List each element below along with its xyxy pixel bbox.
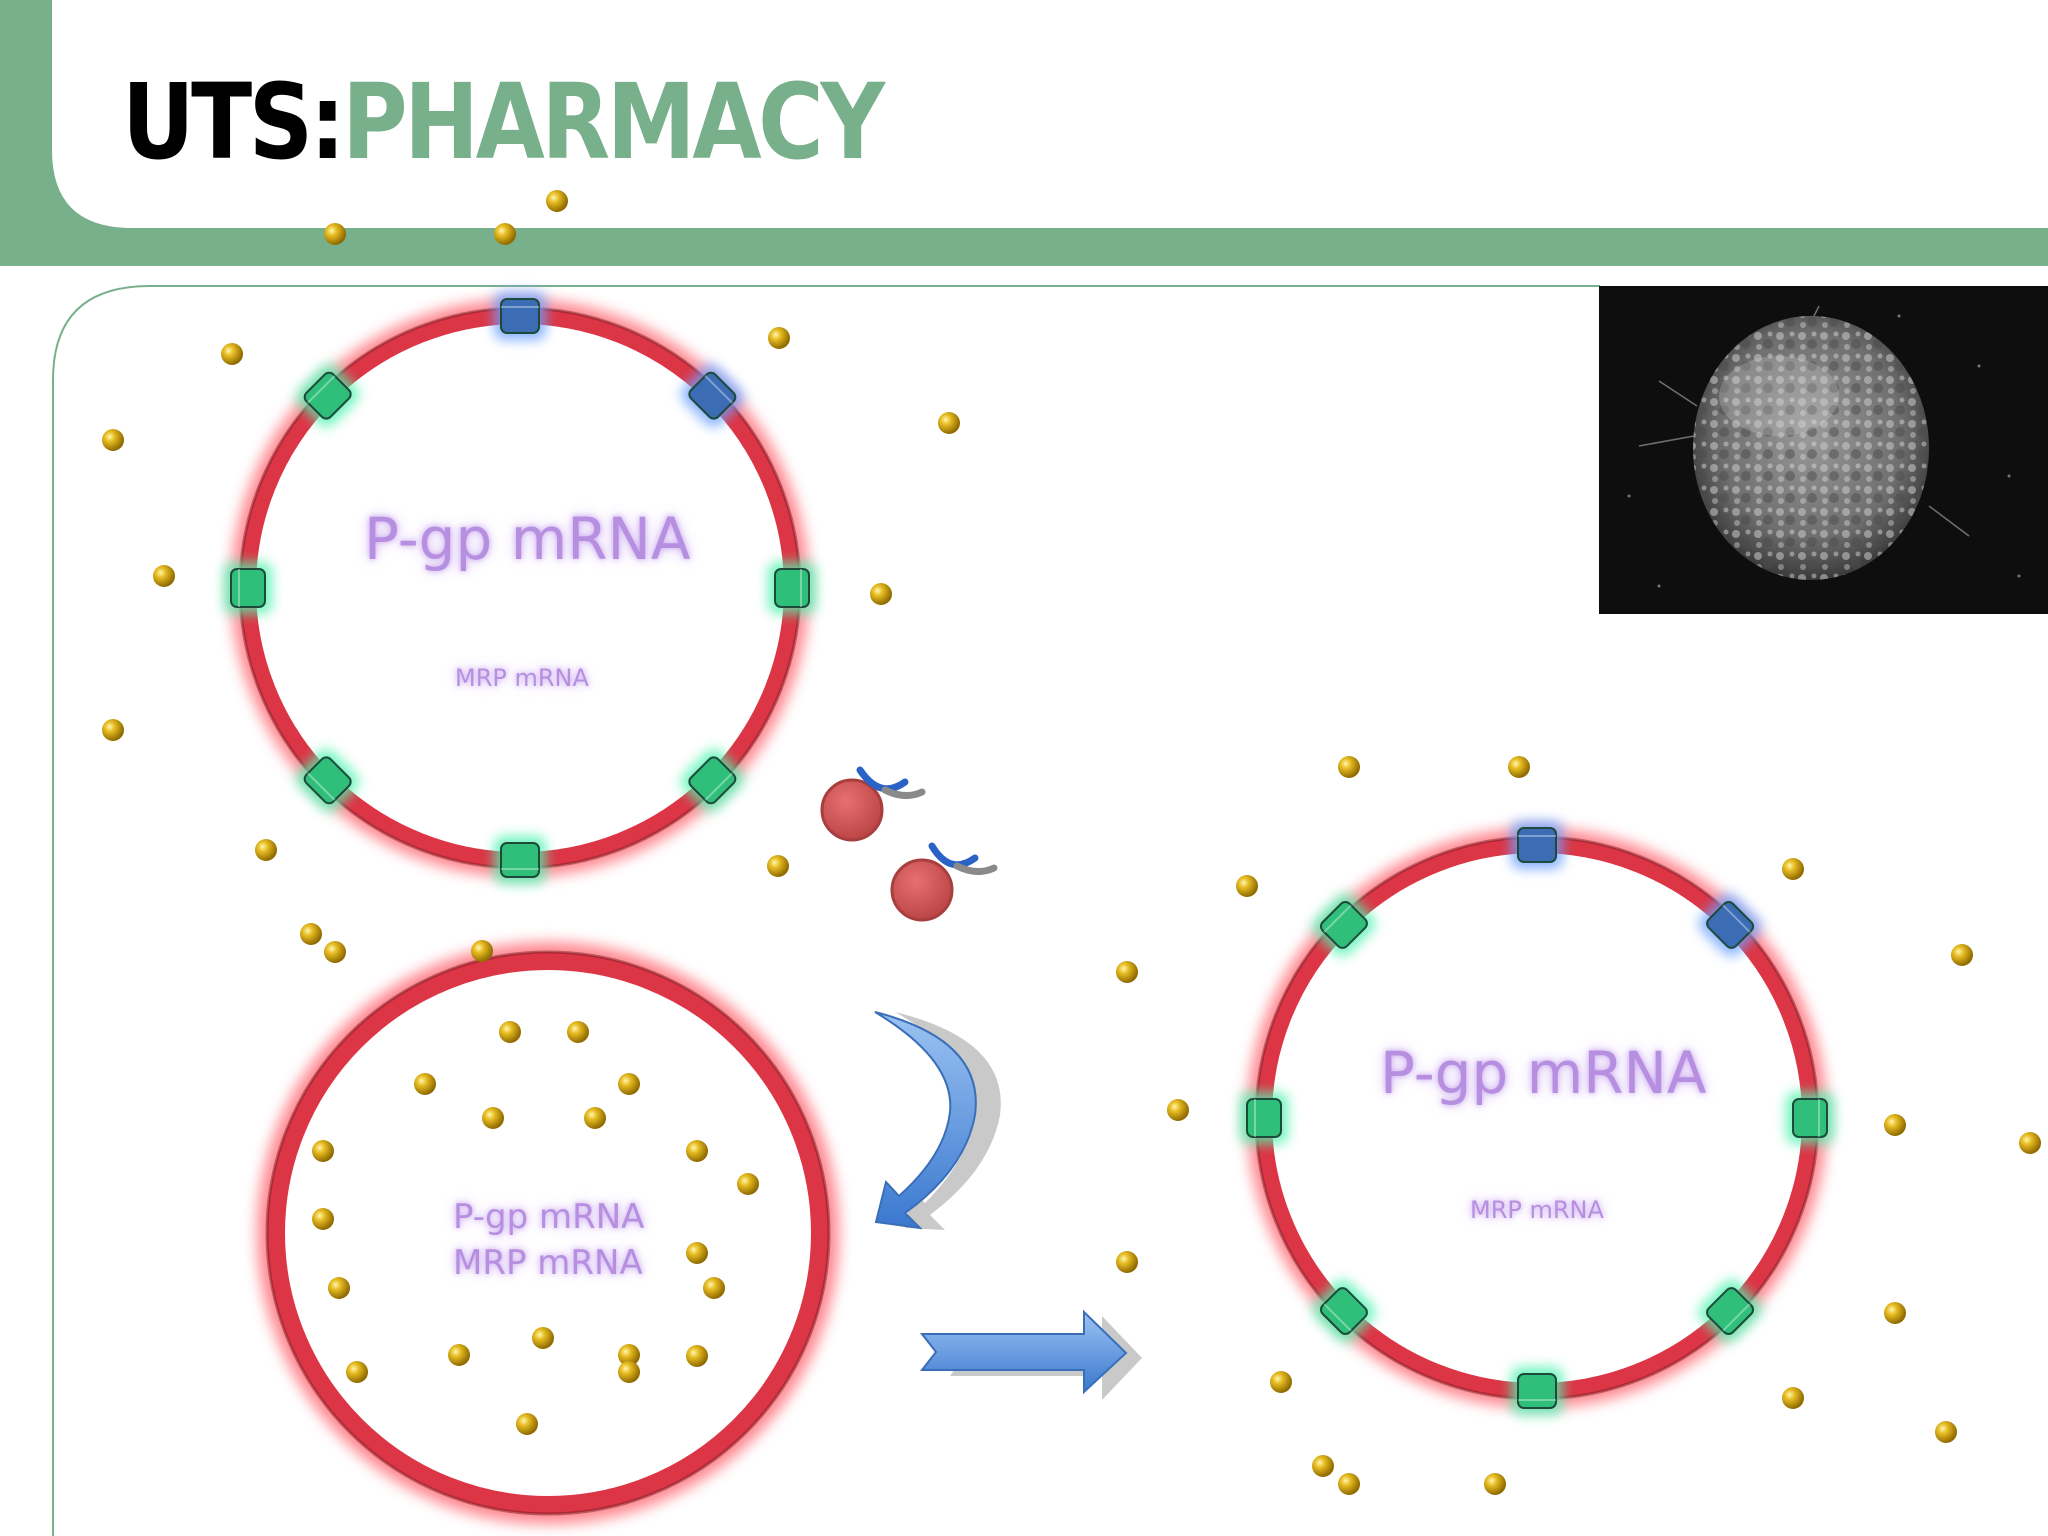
drug-particle-icon bbox=[448, 1344, 470, 1366]
cell-micrograph-icon bbox=[1599, 286, 2048, 614]
drug-particle-icon bbox=[324, 223, 346, 245]
membrane-pump-icon bbox=[1698, 893, 1762, 957]
membrane-pump-icon bbox=[1786, 1092, 1834, 1144]
membrane-pump-icon bbox=[1698, 1279, 1762, 1343]
drug-particle-icon bbox=[618, 1344, 640, 1366]
drug-particle-icon bbox=[546, 190, 568, 212]
cell-bottom-left-secondary-label: MRP mRNA bbox=[453, 1243, 643, 1283]
membrane-pump-icon bbox=[681, 749, 744, 812]
drug-particle-icon bbox=[1951, 944, 1973, 966]
drug-particle-icon bbox=[221, 343, 243, 365]
drug-particle-icon bbox=[1782, 858, 1804, 880]
logo-prefix: UTS: bbox=[122, 61, 346, 183]
drug-particle-icon bbox=[494, 223, 516, 245]
membrane-pump-icon bbox=[494, 836, 546, 884]
drug-particle-icon bbox=[471, 940, 493, 962]
membrane-pump-icon bbox=[296, 364, 359, 427]
logo-suffix: PHARMACY bbox=[342, 61, 885, 183]
drug-particle-icon bbox=[1312, 1455, 1334, 1477]
membrane-pump-icon bbox=[296, 749, 359, 812]
drug-particle-icon bbox=[482, 1107, 504, 1129]
cell-bottom-left-membrane bbox=[257, 942, 839, 1524]
drug-particle-icon bbox=[686, 1140, 708, 1162]
uts-pharmacy-logo: UTS:PHARMACY bbox=[122, 70, 885, 174]
drug-particle-icon bbox=[1338, 1473, 1360, 1495]
cell-bottom-left-primary-label: P-gp mRNA bbox=[453, 1197, 645, 1237]
drug-particle-icon bbox=[153, 565, 175, 587]
drug-particle-icon bbox=[255, 839, 277, 861]
antibody-icon bbox=[890, 842, 998, 922]
drug-particle-icon bbox=[584, 1107, 606, 1129]
drug-particle-icon bbox=[1167, 1099, 1189, 1121]
membrane-pump-icon bbox=[224, 562, 272, 614]
drug-particle-icon bbox=[324, 941, 346, 963]
cell-right-secondary-label: MRP mRNA bbox=[1470, 1196, 1604, 1224]
drug-particle-icon bbox=[1782, 1387, 1804, 1409]
drug-particle-icon bbox=[618, 1073, 640, 1095]
drug-particle-icon bbox=[1508, 756, 1530, 778]
drug-particle-icon bbox=[2019, 1132, 2041, 1154]
cell-right-primary-label: P-gp mRNA bbox=[1380, 1039, 1707, 1107]
drug-particle-icon bbox=[1884, 1114, 1906, 1136]
drug-particle-icon bbox=[1270, 1371, 1292, 1393]
drug-particle-icon bbox=[686, 1345, 708, 1367]
antibody-icon bbox=[820, 766, 926, 842]
drug-particle-icon bbox=[499, 1021, 521, 1043]
right-arrow-icon bbox=[919, 1309, 1142, 1400]
drug-particle-icon bbox=[312, 1208, 334, 1230]
drug-particle-icon bbox=[328, 1277, 350, 1299]
curved-arrow-icon bbox=[874, 1011, 1001, 1230]
drug-particle-icon bbox=[1338, 756, 1360, 778]
drug-particle-icon bbox=[870, 583, 892, 605]
membrane-pump-icon bbox=[1312, 1279, 1376, 1343]
membrane-pump-icon bbox=[768, 562, 816, 614]
drug-particle-icon bbox=[767, 855, 789, 877]
membrane-pump-icon bbox=[681, 364, 744, 427]
drug-particle-icon bbox=[1116, 1251, 1138, 1273]
membrane-pump-icon bbox=[1511, 1367, 1563, 1415]
drug-particle-icon bbox=[102, 429, 124, 451]
membrane-pump-icon bbox=[1312, 893, 1376, 957]
drug-particle-icon bbox=[1935, 1421, 1957, 1443]
drug-particle-icon bbox=[1884, 1302, 1906, 1324]
cell-top-left-secondary-label: MRP mRNA bbox=[455, 664, 589, 692]
drug-particle-icon bbox=[414, 1073, 436, 1095]
drug-particle-icon bbox=[516, 1413, 538, 1435]
drug-particle-icon bbox=[1484, 1473, 1506, 1495]
membrane-pump-icon bbox=[1511, 821, 1563, 869]
membrane-pump-icon bbox=[1240, 1092, 1288, 1144]
drug-particle-icon bbox=[346, 1361, 368, 1383]
drug-particle-icon bbox=[618, 1361, 640, 1383]
drug-particle-icon bbox=[532, 1327, 554, 1349]
drug-particle-icon bbox=[1116, 961, 1138, 983]
drug-particle-icon bbox=[567, 1021, 589, 1043]
drug-particle-icon bbox=[737, 1173, 759, 1195]
drug-particle-icon bbox=[768, 327, 790, 349]
drug-particle-icon bbox=[1236, 875, 1258, 897]
membrane-pump-icon bbox=[494, 292, 546, 340]
drug-particle-icon bbox=[102, 719, 124, 741]
drug-particle-icon bbox=[703, 1277, 725, 1299]
drug-particle-icon bbox=[938, 412, 960, 434]
drug-particle-icon bbox=[686, 1242, 708, 1264]
drug-particle-icon bbox=[312, 1140, 334, 1162]
drug-particle-icon bbox=[300, 923, 322, 945]
cell-top-left-primary-label: P-gp mRNA bbox=[364, 505, 691, 573]
